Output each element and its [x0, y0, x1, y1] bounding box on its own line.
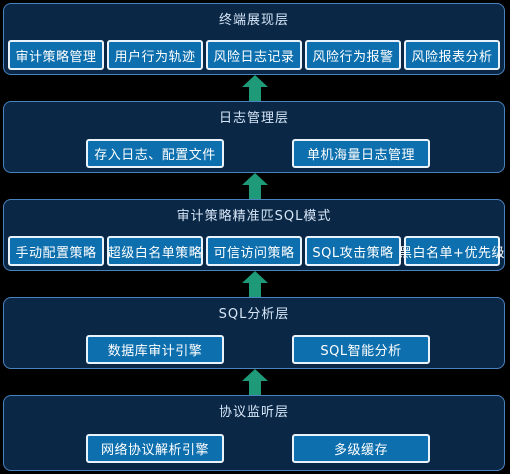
box-network-protocol-parsing-engine: 网络协议解析引擎 — [86, 434, 224, 463]
layer-sql-analysis: SQL分析层 数据库审计引擎 SQL智能分析 — [3, 297, 505, 369]
box-standalone-massive-log-management: 单机海量日志管理 — [292, 139, 430, 168]
up-arrow-icon — [242, 271, 268, 297]
layer-title: 日志管理层 — [218, 111, 289, 126]
layer-title: SQL分析层 — [218, 307, 290, 322]
layer-log-management: 日志管理层 存入日志、配置文件 单机海量日志管理 — [3, 101, 505, 173]
box-user-behavior-track: 用户行为轨迹 — [107, 40, 203, 70]
layer-protocol-listening: 协议监听层 网络协议解析引擎 多级缓存 — [3, 395, 505, 471]
up-arrow-icon — [242, 369, 268, 395]
layer-title: 终端展现层 — [218, 13, 289, 28]
box-black-white-list-priority: 黑白名单+优先级 — [399, 236, 504, 266]
box-risk-report-analysis: 风险报表分析 — [404, 40, 500, 70]
up-arrow-icon — [242, 75, 268, 101]
box-risk-log-record: 风险日志记录 — [206, 40, 302, 70]
layer-audit-policy-sql-mode: 审计策略精准匹SQL模式 手动配置策略 超级白名单策略 可信访问策略 SQL攻击… — [3, 199, 505, 271]
box-store-logs-config: 存入日志、配置文件 — [86, 139, 224, 168]
layer-terminal-display: 终端展现层 审计策略管理 用户行为轨迹 风险日志记录 风险行为报警 风险报表分析 — [3, 3, 505, 75]
box-manual-config-policy: 手动配置策略 — [8, 236, 104, 266]
up-arrow-icon — [242, 173, 268, 199]
box-risk-behavior-alarm: 风险行为报警 — [305, 40, 401, 70]
box-sql-attack-policy: SQL攻击策略 — [305, 236, 401, 266]
box-super-whitelist-policy: 超级白名单策略 — [107, 236, 203, 266]
box-audit-policy-management: 审计策略管理 — [8, 40, 104, 70]
layer-title: 审计策略精准匹SQL模式 — [176, 209, 332, 224]
box-trusted-access-policy: 可信访问策略 — [206, 236, 302, 266]
box-multi-level-cache: 多级缓存 — [292, 434, 430, 463]
box-sql-intelligent-analysis: SQL智能分析 — [292, 335, 430, 364]
box-database-audit-engine: 数据库审计引擎 — [86, 335, 224, 364]
layer-title: 协议监听层 — [218, 405, 289, 420]
